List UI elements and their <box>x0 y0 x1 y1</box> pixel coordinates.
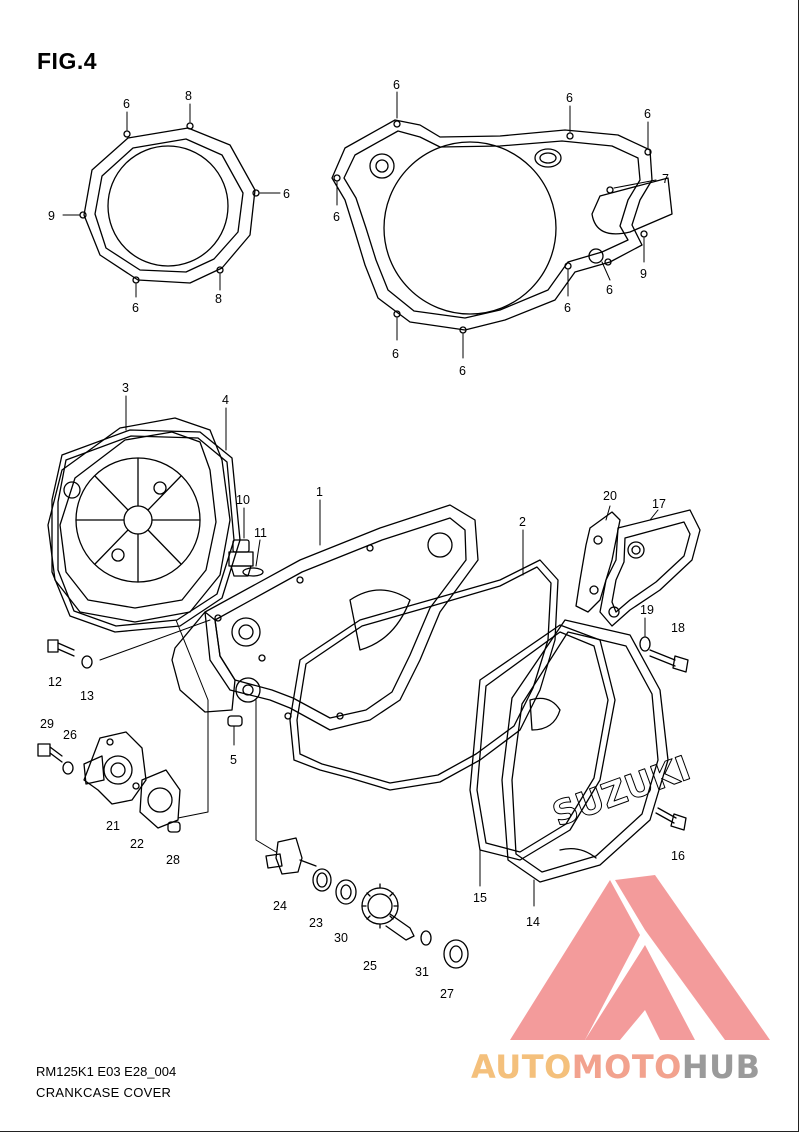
callout-c26: 19 <box>640 603 654 617</box>
callout-c4: 9 <box>48 209 55 223</box>
callout-c7: 6 <box>393 78 400 92</box>
callout-c34: 22 <box>130 837 144 851</box>
bracket-part-20 <box>575 511 621 613</box>
washer-part-13 <box>81 655 93 669</box>
callout-c30: 5 <box>230 753 237 767</box>
callout-c38: 30 <box>334 931 348 945</box>
callout-c40: 31 <box>415 965 429 979</box>
bolt-part-16 <box>655 807 687 831</box>
crankcase-gasket-part-2 <box>289 559 559 791</box>
model-code: RM125K1 E03 E28_004 <box>36 1064 177 1079</box>
figure-title: FIG.4 <box>37 48 98 74</box>
crankcase-cover-part-1 <box>171 504 479 731</box>
o-ring-part-11 <box>242 567 264 577</box>
gear-shaft-part-25 <box>361 883 415 941</box>
callout-c41: 27 <box>440 987 454 1001</box>
callout-c18: 3 <box>122 381 129 395</box>
callout-c15: 6 <box>392 347 399 361</box>
automotohub-logo-mark <box>510 875 770 1040</box>
bracket-part-17 <box>599 509 701 627</box>
callout-c29: 13 <box>80 689 94 703</box>
callout-c8: 6 <box>566 91 573 105</box>
callout-c19: 4 <box>222 393 229 407</box>
callout-c22: 1 <box>316 485 323 499</box>
callout-c13: 6 <box>564 301 571 315</box>
bolt-part-29 <box>37 743 63 763</box>
bolt-part-18 <box>649 649 689 673</box>
callout-c27: 18 <box>671 621 685 635</box>
callout-c35: 28 <box>166 853 180 867</box>
brand-hub: HUB <box>681 1048 761 1086</box>
oil-plug-part-10 <box>228 539 254 577</box>
callout-c23: 2 <box>519 515 526 529</box>
washer-part-19 <box>639 636 651 652</box>
washer-part-31 <box>420 930 432 946</box>
callout-c32: 26 <box>63 728 77 742</box>
callout-c16: 6 <box>459 364 466 378</box>
automotohub-brand-text: AUTOMOTOHUB <box>471 1048 761 1086</box>
brand-auto: AUTO <box>471 1048 572 1086</box>
crankcase-cover-gasket <box>331 119 673 334</box>
bolt-part-12 <box>47 639 75 657</box>
brand-moto: MOTO <box>571 1048 682 1086</box>
callout-c28: 12 <box>48 675 62 689</box>
callout-c44: 16 <box>671 849 685 863</box>
pump-gasket-part-22 <box>139 769 181 829</box>
callout-c3: 6 <box>283 187 290 201</box>
callout-c9: 6 <box>644 107 651 121</box>
callout-c1: 6 <box>123 97 130 111</box>
callout-c25: 17 <box>652 497 666 511</box>
washer-part-26 <box>62 761 74 775</box>
bearing-part-30 <box>335 879 357 905</box>
callout-c5: 6 <box>132 301 139 315</box>
leader-lines <box>62 91 659 907</box>
oil-seal-part-23 <box>312 868 332 892</box>
dowel-part-28 <box>167 821 181 833</box>
callout-c12: 6 <box>606 283 613 297</box>
callout-c33: 21 <box>106 819 120 833</box>
callout-c20: 10 <box>236 493 250 507</box>
impeller-part-24 <box>265 837 317 875</box>
clutch-gasket-part-4 <box>51 429 241 633</box>
callout-c37: 23 <box>309 916 323 930</box>
callout-c43: 14 <box>526 915 540 929</box>
callout-c2: 8 <box>185 89 192 103</box>
callout-c10: 6 <box>333 210 340 224</box>
callout-c11: 7 <box>662 172 669 186</box>
bearing-part-27 <box>443 939 469 969</box>
callout-c36: 24 <box>273 899 287 913</box>
pump-cover-part-21 <box>83 731 147 805</box>
callout-c6: 8 <box>215 292 222 306</box>
callout-labels: 6 8 6 9 6 8 6 6 6 6 7 6 6 9 6 6 6 3 4 10… <box>40 78 685 1001</box>
callout-c39: 25 <box>363 959 377 973</box>
callout-c24: 20 <box>603 489 617 503</box>
clutch-cover-part-3 <box>47 417 231 623</box>
callout-c14: 9 <box>640 267 647 281</box>
callout-c21: 11 <box>254 526 267 540</box>
figure-caption: CRANKCASE COVER <box>36 1085 172 1100</box>
callout-c31: 29 <box>40 717 54 731</box>
magneto-gasket-part-15 <box>469 624 616 861</box>
callout-c42: 15 <box>473 891 487 905</box>
clutch-cover-gasket <box>79 122 260 284</box>
